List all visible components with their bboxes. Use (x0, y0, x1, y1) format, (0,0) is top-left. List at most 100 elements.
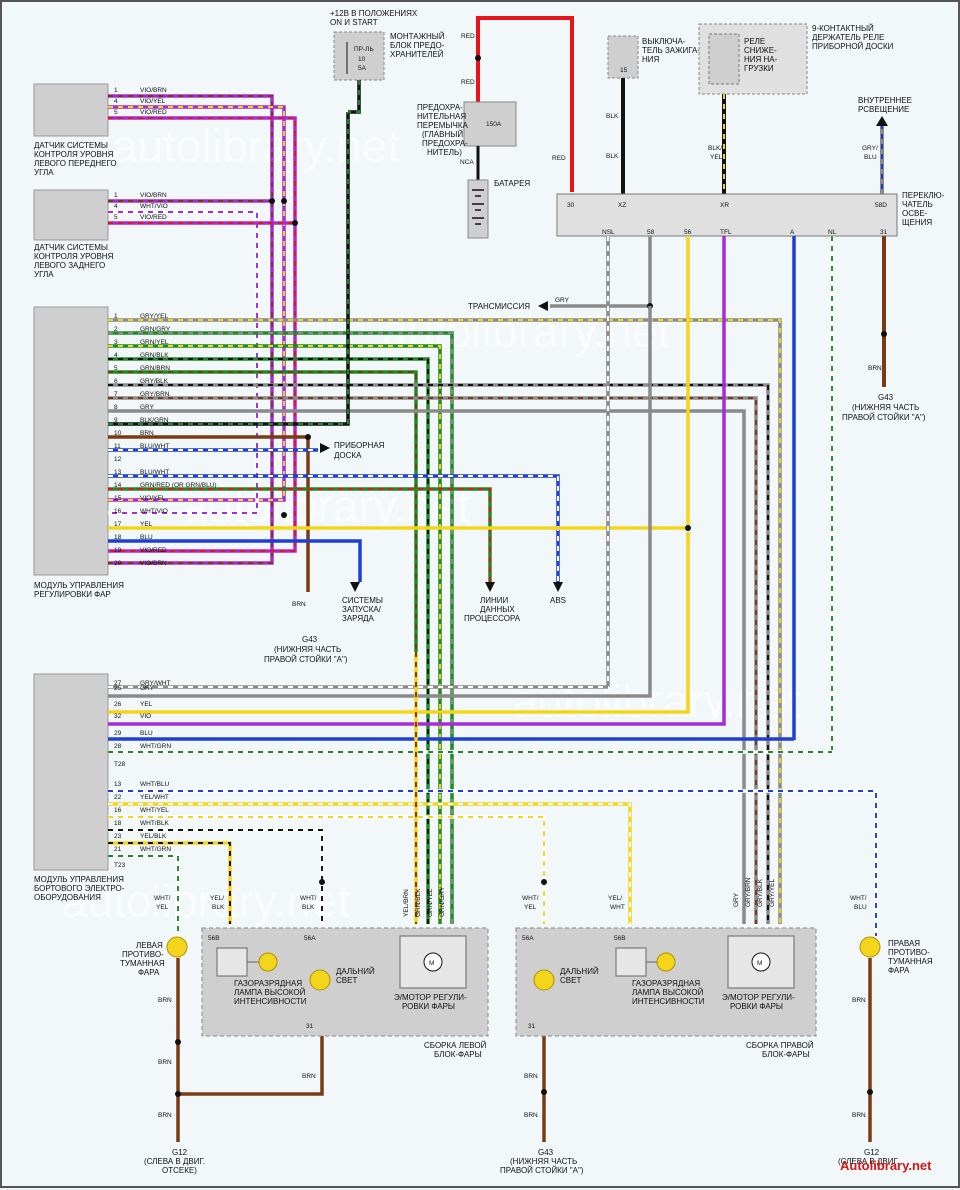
blk-label-2: BLK (606, 153, 619, 160)
wire-t28-vio (108, 720, 726, 726)
sw-pin-tfl: TFL (720, 229, 732, 236)
bm23-pin-1-code: YEL/WHT (140, 794, 169, 801)
brn-label-mid: BRN (292, 601, 306, 608)
ign-label-1: ВЫКЛЮЧА- (642, 37, 686, 46)
yel-blk-label-2: BLK (212, 904, 225, 911)
rfog-4: ФАРА (888, 966, 910, 975)
bm-label-3: ОБОРУДОВАНИЯ (34, 893, 101, 902)
wht-blk-label: WHT/ (300, 895, 317, 902)
splice-s2b (292, 220, 298, 226)
fusible-label-5: ПРЕДОХРА- (422, 139, 468, 148)
sw-pin-30: 30 (567, 202, 575, 209)
watermark-2: autolibrary.net (382, 305, 670, 357)
wire-wht-grn-fog-stripe (108, 855, 179, 936)
rfog-1: ПРАВАЯ (888, 939, 920, 948)
ign-label-3: НИЯ (642, 55, 660, 64)
rh-label-1: СБОРКА ПРАВОЙ (746, 1041, 814, 1050)
battery-label: БАТАРЕЯ (494, 179, 530, 188)
bm23-pin-0-code: WHT/BLU (140, 781, 170, 788)
body-module (33, 673, 109, 871)
bm23-pin-3-code: WHT/BLK (140, 820, 170, 827)
hm-pin-7-code: GRY (140, 404, 155, 411)
lf-sensor-1: ДАТЧИК СИСТЕМЫ (34, 141, 108, 150)
sensor1-1-code: VIO/YEL (140, 98, 166, 105)
blk-label-1: BLK (606, 113, 619, 120)
wire-s2-wht-vio-stripe (108, 211, 258, 514)
splice-rfog (867, 1089, 873, 1095)
lf-sensor-2: КОНТРОЛЯ УРОВНЯ (34, 150, 114, 159)
g43-mid-2: (НИЖНЯЯ ЧАСТЬ (274, 645, 341, 654)
bm-pin-3-pin: 32 (114, 713, 122, 720)
wire-blk-grn-stripe (108, 112, 349, 425)
hb-left-1: ДАЛЬНИЙ (336, 967, 375, 976)
sensor1-2-pin: 5 (114, 109, 118, 116)
relay-label-4: ГРУЗКИ (744, 64, 774, 73)
hid-ballast-left (216, 947, 248, 977)
wht-yel-label-2: YEL (156, 904, 169, 911)
hm-pin-0-code: GRY/YEL (140, 313, 168, 320)
bm23-pin-3-pin: 18 (114, 820, 122, 827)
fuse-amp: 5A (358, 65, 367, 72)
hid-right-3: ИНТЕНСИВНОСТИ (632, 997, 705, 1006)
watermark-5: autolibrary.net (62, 875, 350, 927)
dest-abs: ABS (550, 596, 566, 605)
lg-label-4: GRN/GRY (439, 886, 446, 917)
brn-bot-2: BRN (158, 1059, 172, 1066)
hm-pin-17-code: BLU (140, 534, 153, 541)
sensor2-1-pin: 4 (114, 203, 118, 210)
sensor2-0-code: VIO/BRN (140, 192, 167, 199)
dest-data-3: ПРОЦЕССОРА (464, 614, 521, 623)
red-label-top: RED (461, 33, 475, 40)
dest-start-3: ЗАРЯДА (342, 614, 375, 623)
splice-wht-yel (541, 879, 547, 885)
wht-blu-label: WHT/ (850, 895, 867, 902)
ign-label-2: ТЕЛЬ ЗАЖИГА- (642, 46, 700, 55)
splice-wht-vio (281, 512, 287, 518)
hm-label-1: МОДУЛЬ УПРАВЛЕНИЯ (34, 581, 124, 590)
rg-label-3: GRY/BLK (757, 878, 764, 907)
hid-lamp-right-icon (656, 952, 676, 972)
wire-s1-vio-yel-stripe (108, 106, 285, 501)
hm-pin-16-pin: 17 (114, 521, 122, 528)
hm-pin-11-pin: 12 (114, 456, 122, 463)
supply-label-2: ON И START (330, 18, 378, 27)
sw-pin-58d: 58D (875, 202, 887, 209)
lg-label-2: GRN/BLK (415, 888, 422, 917)
bm-pin-2-pin: 26 (114, 701, 122, 708)
fusible-link (463, 101, 517, 147)
g43-top-3: ПРАВОЙ СТОЙКИ "А") (842, 413, 926, 422)
supply-label: +12В В ПОЛОЖЕНИЯХ (330, 9, 418, 18)
fusible-label-6: НИТЕЛЬ) (427, 148, 462, 157)
hm-pin-10-pin: 11 (114, 443, 121, 450)
interior-label-2: РСВЕЩЕНИЕ (858, 105, 909, 114)
yel-wht-label-2: WHT (610, 904, 625, 911)
motor-left-1: Э/МОТОР РЕГУЛИ- (394, 993, 467, 1002)
brand-label: Autolibrary.net (840, 1158, 932, 1173)
hm-pin-0-pin: 1 (114, 313, 118, 320)
arrow-down-icon-3 (553, 582, 563, 592)
g43-top-2: (НИЖНЯЯ ЧАСТЬ (852, 403, 919, 412)
motor-right-1: Э/МОТОР РЕГУЛИ- (722, 993, 795, 1002)
sw-pin-58: 58 (647, 229, 655, 236)
bm23-pin-4-code: YEL/BLK (140, 833, 167, 840)
hm-pin-19-code: VIO/BRN (140, 560, 167, 567)
wire-wht-blu-stripe (108, 790, 877, 936)
wire-gry-trans (550, 236, 652, 308)
hm-pin-14-pin: 15 (114, 495, 122, 502)
hb-right-2: СВЕТ (560, 976, 581, 985)
g43-mid-3: ПРАВОЙ СТОЙКИ "А") (264, 655, 348, 664)
rfog-3: ТУМАННАЯ (888, 957, 933, 966)
sw-pin-xr: XR (720, 202, 729, 209)
wire-yel-blk-stripe (108, 842, 231, 924)
sensor2-2-pin: 5 (114, 214, 118, 221)
wire-grn-red-stripe (108, 488, 491, 582)
pin-56b-right: 56B (614, 935, 626, 942)
t23-label: T23 (114, 862, 126, 869)
hm-pin-1-pin: 2 (114, 326, 118, 333)
bm23-pin-5-code: WHT/GRN (140, 846, 171, 853)
hid-left-1: ГАЗОРАЗРЯДНАЯ (234, 979, 302, 988)
g43-bot-3: ПРАВОЙ СТОЙКИ "А") (500, 1166, 584, 1175)
hid-left-2: ЛАМПА ВЫСОКОЙ (234, 988, 306, 997)
